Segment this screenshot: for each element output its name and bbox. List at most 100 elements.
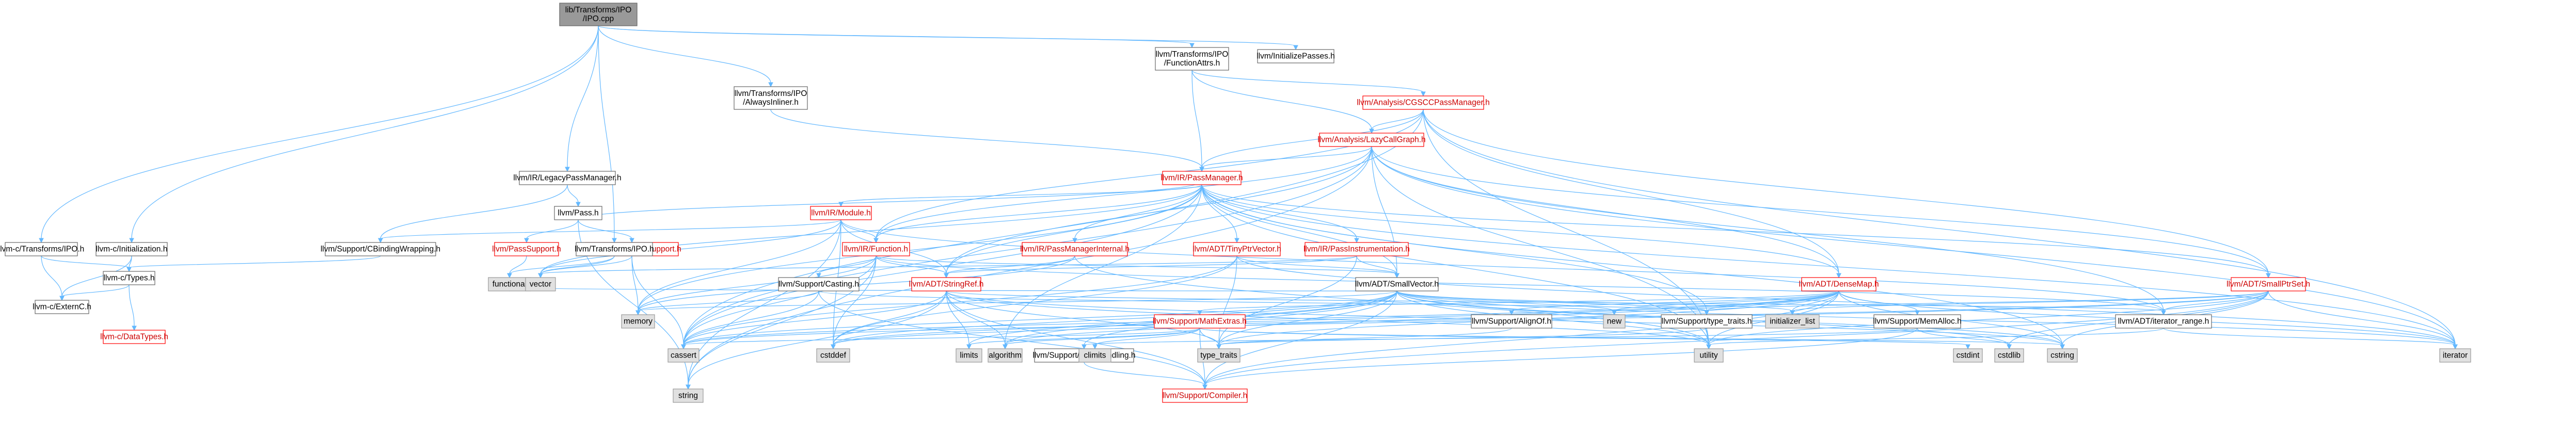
edge-irpm-to-passinstr xyxy=(1201,184,1359,244)
edge-smallvector-to-s_cstddef xyxy=(831,290,1397,350)
node-smallptrset[interactable]: llvm/ADT/SmallPtrSet.h xyxy=(2227,277,2310,291)
edge-casting-to-s_memory xyxy=(635,290,819,316)
node-s_typetraits: type_traits xyxy=(1197,348,1241,363)
node-irmodule[interactable]: llvm/IR/Module.h xyxy=(810,206,872,220)
node-label: iterator xyxy=(2443,351,2468,360)
edge-lazycg-to-densemap xyxy=(1371,146,1841,279)
edge-c_types-to-c_datatypes xyxy=(129,284,137,331)
edge-cbinding-to-c_types xyxy=(126,255,381,272)
node-s_vector: vector xyxy=(525,277,556,291)
edge-pmi-to-stringref xyxy=(944,255,1075,279)
node-s_utility: utility xyxy=(1694,348,1724,363)
node-label: cstring xyxy=(2050,351,2074,360)
node-label: llvm/Transforms/IPO xyxy=(735,89,807,98)
node-stringref[interactable]: llvm/ADT/StringRef.h xyxy=(909,277,984,291)
edge-lazycg-to-irpm xyxy=(1199,146,1372,172)
node-label: /AlwaysInliner.h xyxy=(743,98,799,107)
node-lazycg[interactable]: llvm/Analysis/LazyCallGraph.h xyxy=(1317,133,1426,147)
node-passinstr[interactable]: llvm/IR/PassInstrumentation.h xyxy=(1303,242,1410,256)
node-label: llvm/Support/MemAlloc.h xyxy=(1873,317,1961,326)
node-s_cstddef: cstddef xyxy=(816,348,850,363)
node-label: llvm/Analysis/CGSCCPassManager.h xyxy=(1357,99,1490,107)
edge-functionattrs-to-cgscc xyxy=(1191,70,1426,97)
node-c_datatypes[interactable]: llvm-c/DataTypes.h xyxy=(100,330,168,344)
node-label: llvm/Transforms/IPO.h xyxy=(575,245,654,254)
node-compiler[interactable]: llvm/Support/Compiler.h xyxy=(1162,388,1248,403)
node-label: initializer_list xyxy=(1770,317,1816,326)
edge-root-to-ir_legacy xyxy=(565,25,599,172)
node-casting[interactable]: llvm/Support/Casting.h xyxy=(778,277,860,291)
node-c_ipo[interactable]: llvm-c/Transforms/IPO.h xyxy=(0,242,84,256)
node-typetraits[interactable]: llvm/Support/type_traits.h xyxy=(1661,314,1753,329)
node-label: llvm/IR/Module.h xyxy=(811,209,870,218)
edge-lazycg-to-stringref xyxy=(944,146,1372,279)
edges-layer xyxy=(39,25,2458,390)
edge-lazycg-to-smallptrset xyxy=(1371,146,2271,279)
node-label: llvm/IR/PassInstrumentation.h xyxy=(1303,245,1410,254)
edge-irpm-to-s_iterator xyxy=(1201,184,2458,350)
edge-functionattrs-to-lazycg xyxy=(1191,70,1374,134)
edge-memalloc-to-errhandling xyxy=(1082,328,1918,350)
node-iterrange[interactable]: llvm/ADT/iterator_range.h xyxy=(2115,314,2212,329)
node-s_iterator: iterator xyxy=(2439,348,2471,363)
node-smallvector[interactable]: llvm/ADT/SmallVector.h xyxy=(1355,277,1439,291)
node-t_ipo[interactable]: llvm/Transforms/IPO.h xyxy=(575,242,654,256)
node-label: string xyxy=(678,392,698,400)
edge-irpm-to-tinyptr xyxy=(1201,184,1239,244)
edge-smallvector-to-s_initlist xyxy=(1396,290,1795,316)
node-s_string: string xyxy=(673,388,704,403)
edge-pass_h-to-irpm xyxy=(578,180,1204,220)
node-label: llvm/ADT/StringRef.h xyxy=(909,280,984,289)
node-densemap[interactable]: llvm/ADT/DenseMap.h xyxy=(1799,277,1879,291)
node-cgscc[interactable]: llvm/Analysis/CGSCCPassManager.h xyxy=(1357,95,1490,110)
edge-irfunction-to-s_string xyxy=(686,255,877,390)
node-label: llvm/ADT/TinyPtrVector.h xyxy=(1192,245,1281,254)
edge-lazycg-to-irfunction xyxy=(873,146,1372,244)
node-label: llvm/Support/Casting.h xyxy=(778,280,859,289)
node-pmi[interactable]: llvm/IR/PassManagerInternal.h xyxy=(1020,242,1130,256)
edge-irpm-to-pmi xyxy=(1072,184,1202,244)
node-irpm[interactable]: llvm/IR/PassManager.h xyxy=(1160,171,1243,185)
node-s_limits: limits xyxy=(956,348,982,363)
node-alwaysinliner[interactable]: llvm/Transforms/IPO/AlwaysInliner.h xyxy=(734,86,808,110)
node-alignof[interactable]: llvm/Support/AlignOf.h xyxy=(1471,314,1552,329)
node-label: llvm-c/ExternC.h xyxy=(33,303,91,312)
node-cbinding[interactable]: llvm/Support/CBindingWrapping.h xyxy=(321,242,440,256)
edge-root-to-alwaysinliner xyxy=(598,25,773,88)
edge-mathextras-to-s_algorithm xyxy=(1003,328,1200,350)
node-label: llvm/Transforms/IPO xyxy=(1156,50,1229,59)
node-memalloc[interactable]: llvm/Support/MemAlloc.h xyxy=(1873,314,1962,329)
node-label: cstddef xyxy=(820,351,847,360)
node-s_climits: climits xyxy=(1078,348,1111,363)
node-label: llvm/Pass.h xyxy=(558,209,598,218)
node-pass_h[interactable]: llvm/Pass.h xyxy=(554,206,602,220)
node-c_init[interactable]: llvm-c/Initialization.h xyxy=(96,242,168,256)
node-label: llvm/InitializePasses.h xyxy=(1257,52,1335,61)
edge-irmodule-to-irfunction xyxy=(840,219,879,244)
node-mathextras[interactable]: llvm/Support/MathExtras.h xyxy=(1153,314,1247,329)
edge-smallvector-to-typetraits xyxy=(1396,290,1709,316)
node-irfunction[interactable]: llvm/IR/Function.h xyxy=(842,242,910,256)
node-c_extc[interactable]: llvm-c/ExternC.h xyxy=(33,300,91,314)
edge-alwaysinliner-to-irpm xyxy=(770,109,1204,172)
node-label: cstdint xyxy=(1957,351,1980,360)
edge-casting-to-compiler xyxy=(818,290,1207,390)
edge-c_ipo-to-c_types xyxy=(41,255,132,272)
edge-t_ipo-to-s_functional xyxy=(507,255,615,279)
node-passsupport[interactable]: llvm/PassSupport.h xyxy=(492,242,561,256)
node-initpasses[interactable]: llvm/InitializePasses.h xyxy=(1257,49,1335,63)
edge-smallvector-to-s_new xyxy=(1396,290,1617,316)
edge-pass_h-to-passsupport xyxy=(524,219,579,244)
node-label: llvm/ADT/SmallVector.h xyxy=(1355,280,1439,289)
node-root[interactable]: lib/Transforms/IPO/IPO.cpp xyxy=(559,3,638,26)
edge-irpm-to-irmodule xyxy=(838,184,1202,207)
node-label: climits xyxy=(1084,351,1106,360)
node-label: llvm/Analysis/LazyCallGraph.h xyxy=(1317,136,1425,144)
node-label: /FunctionAttrs.h xyxy=(1164,59,1220,68)
node-c_types[interactable]: llvm-c/Types.h xyxy=(103,271,155,285)
node-functionattrs[interactable]: llvm/Transforms/IPO/FunctionAttrs.h xyxy=(1155,47,1229,71)
node-tinyptr[interactable]: llvm/ADT/TinyPtrVector.h xyxy=(1192,242,1281,256)
node-ir_legacy[interactable]: llvm/IR/LegacyPassManager.h xyxy=(513,171,622,185)
node-label: llvm/IR/PassManager.h xyxy=(1160,174,1243,183)
edge-smallvector-to-s_memory xyxy=(635,290,1397,316)
